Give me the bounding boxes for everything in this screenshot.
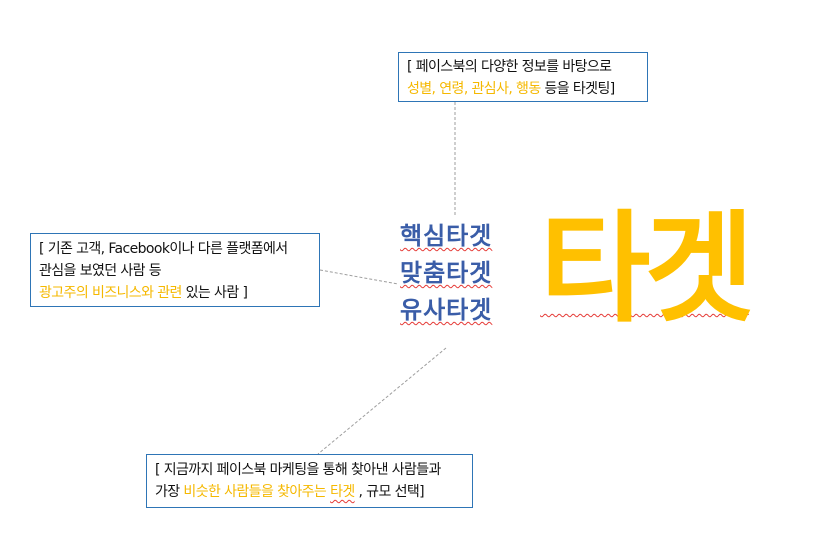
term-lookalike-target: 유사타겟 <box>400 296 493 324</box>
callout-left-line3: 광고주의 비즈니스와 관련 있는 사람 ] <box>39 282 319 304</box>
callout-bottom-pre: 가장 <box>155 484 184 500</box>
connector-bottom <box>317 347 447 455</box>
callout-top-highlight: 성별, 연령, 관심사, 행동 <box>407 81 541 97</box>
callout-top-line2: 성별, 연령, 관심사, 행동 등을 타겟팅] <box>407 78 647 100</box>
callout-bottom-line1: [ 지금까지 페이스북 마케팅을 통해 찾아낸 사람들과 <box>155 462 441 478</box>
callout-bottom-line2: 가장 비슷한 사람들을 찾아주는 타겟 , 규모 선택] <box>155 481 472 503</box>
connector-left <box>319 269 399 285</box>
callout-top-line1: [ 페이스북의 다양한 정보를 바탕으로 <box>407 59 612 75</box>
term-core-target: 핵심타겟 <box>400 222 493 250</box>
callout-left-rest: 있는 사람 ] <box>181 285 248 301</box>
callout-bottom-rest: , 규모 선택] <box>354 484 425 500</box>
main-title: 타겟 <box>540 200 755 339</box>
callout-bottom-highlight1: 비슷한 사람들을 찾아주는 <box>183 484 331 500</box>
term-custom-target: 맞춤타겟 <box>400 259 493 287</box>
callout-box-existing-customers: [ 기존 고객, Facebook이나 다른 플랫폼에서 관심을 보였던 사람 … <box>30 233 320 307</box>
callout-box-demographic: [ 페이스북의 다양한 정보를 바탕으로 성별, 연령, 관심사, 행동 등을 … <box>398 52 648 102</box>
callout-box-lookalike: [ 지금까지 페이스북 마케팅을 통해 찾아낸 사람들과 가장 비슷한 사람들을… <box>146 454 473 508</box>
callout-left-line2: 관심을 보였던 사람 등 <box>39 263 162 279</box>
callout-left-line1: [ 기존 고객, Facebook이나 다른 플랫폼에서 <box>39 241 288 257</box>
target-types-list: 핵심타겟 맞춤타겟 유사타겟 <box>400 218 520 329</box>
callout-top-rest: 등을 타겟팅] <box>540 81 615 97</box>
callout-bottom-highlight2: 타겟 <box>330 484 355 500</box>
callout-left-highlight: 광고주의 비즈니스와 관련 <box>39 285 182 301</box>
